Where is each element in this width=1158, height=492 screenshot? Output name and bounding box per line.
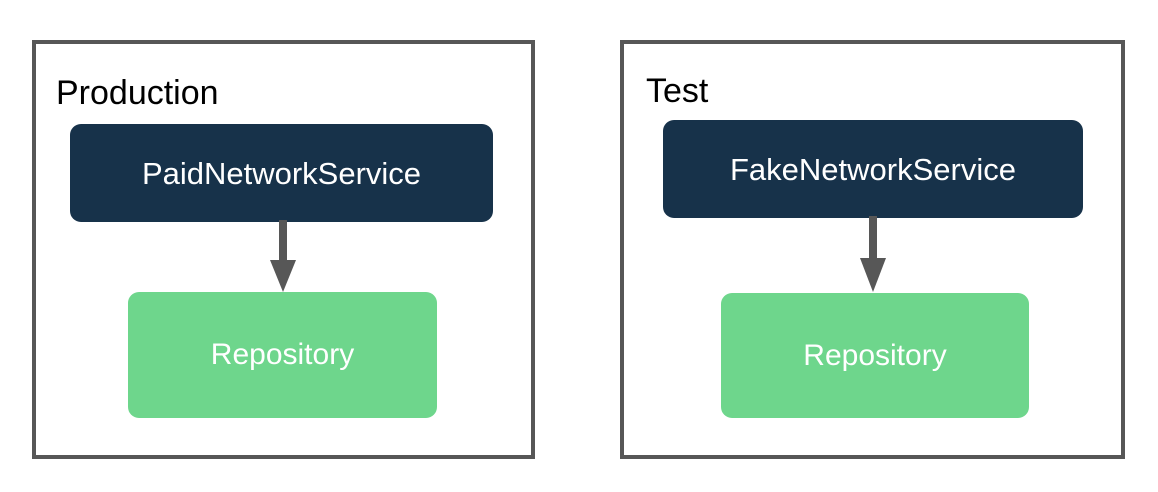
arrow-paid-network-service-to-repository xyxy=(262,220,304,294)
group-production-label: Production xyxy=(56,74,219,112)
arrow-fake-network-service-to-repository xyxy=(852,216,894,294)
group-test-label: Test xyxy=(646,72,709,110)
node-repository-production-label: Repository xyxy=(210,338,355,371)
node-paid-network-service-label: PaidNetworkService xyxy=(141,155,422,191)
node-paid-network-service[interactable]: PaidNetworkService xyxy=(70,124,493,222)
node-fake-network-service-label: FakeNetworkService xyxy=(730,151,1016,187)
node-repository-production[interactable]: Repository xyxy=(128,292,437,418)
node-fake-network-service[interactable]: FakeNetworkService xyxy=(663,120,1083,218)
node-repository-test-label: Repository xyxy=(803,338,947,372)
arrow-down-icon xyxy=(860,216,886,292)
arrow-down-icon xyxy=(270,220,296,292)
node-repository-test[interactable]: Repository xyxy=(721,293,1029,418)
